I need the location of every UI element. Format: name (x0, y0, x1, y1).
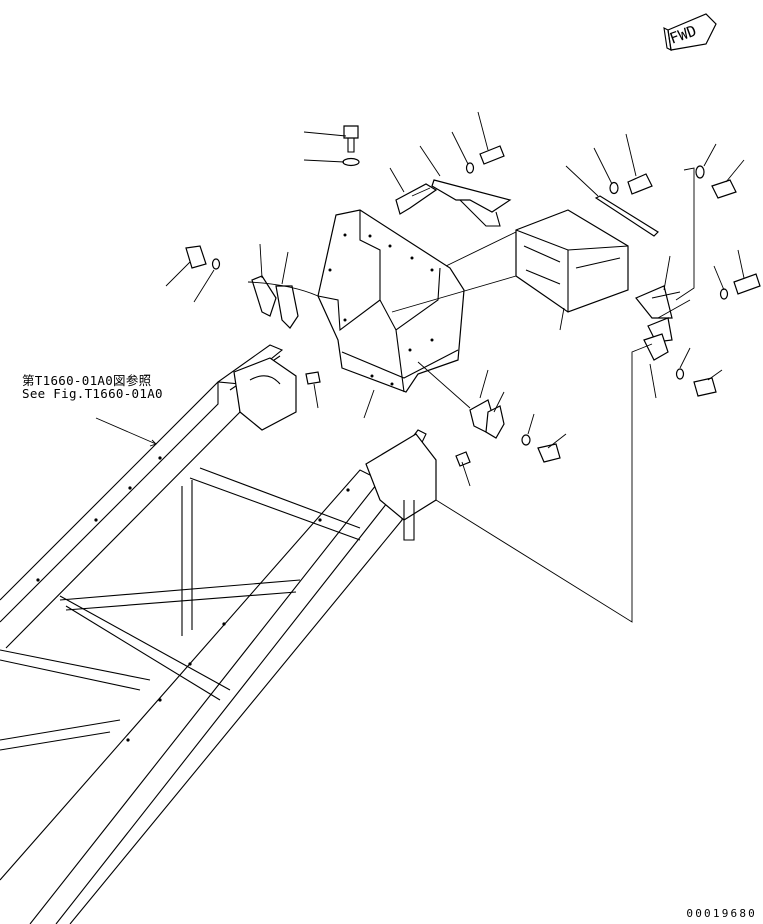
assembly-lines (247, 167, 695, 623)
fwd-arrow-icon: FWD (663, 13, 717, 51)
lower-clamp-plates (469, 399, 505, 439)
drawing-number: 00019680 (686, 907, 757, 920)
reference-note-en: See Fig.T1660-01A0 (22, 386, 163, 401)
leader-lines (95, 111, 745, 487)
chassis-frame (0, 344, 471, 924)
tool-box (515, 195, 659, 313)
bolt-icon (185, 125, 761, 463)
center-cover (317, 209, 465, 393)
side-bracket (635, 285, 673, 361)
upper-bracket (395, 179, 512, 227)
reference-note-jp: 第T1660-01A0図参照 (22, 373, 152, 388)
clamp-plates (251, 275, 299, 329)
